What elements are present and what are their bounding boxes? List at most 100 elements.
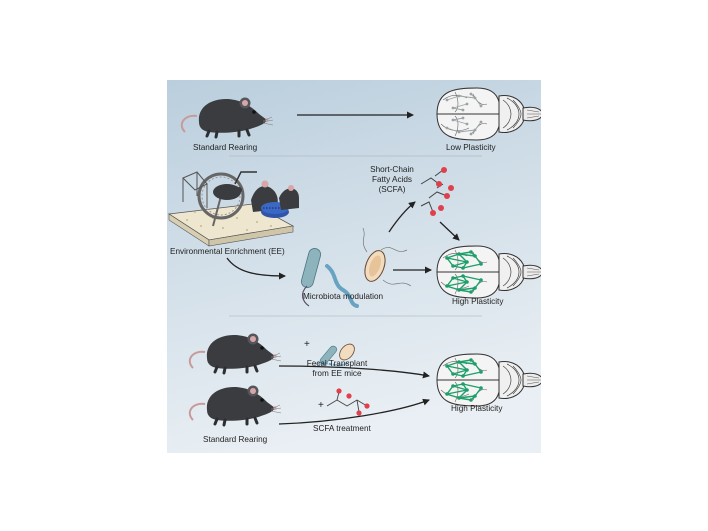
arrow-scfa-treatment bbox=[278, 398, 430, 425]
network-link bbox=[452, 261, 468, 267]
network-link bbox=[462, 275, 482, 281]
network-node bbox=[457, 288, 461, 292]
network-node bbox=[469, 250, 473, 254]
network-link bbox=[452, 119, 468, 125]
network-link bbox=[474, 121, 482, 131]
network-link bbox=[462, 383, 482, 389]
label-microbiota-modulation: Microbiota modulation bbox=[303, 292, 384, 301]
network-node bbox=[469, 358, 473, 362]
network-link bbox=[474, 97, 482, 107]
network-node bbox=[473, 286, 477, 290]
network-link bbox=[458, 251, 472, 255]
network-node bbox=[465, 280, 469, 284]
network-link bbox=[446, 365, 468, 371]
network-node bbox=[445, 256, 449, 260]
network-link bbox=[458, 253, 476, 257]
network-node bbox=[473, 362, 477, 366]
network-node bbox=[473, 254, 477, 258]
network-link bbox=[446, 257, 468, 263]
network-node bbox=[451, 118, 455, 122]
network-link bbox=[452, 369, 468, 375]
network-link bbox=[446, 281, 468, 287]
network-node bbox=[451, 384, 455, 388]
network-node bbox=[461, 266, 465, 270]
network-node bbox=[445, 126, 449, 130]
network-link bbox=[458, 95, 476, 99]
network-node bbox=[473, 394, 477, 398]
network-link bbox=[452, 103, 468, 109]
network-node bbox=[451, 372, 455, 376]
network-node bbox=[457, 252, 461, 256]
network-link bbox=[452, 117, 464, 121]
network-node bbox=[479, 370, 483, 374]
network-node bbox=[457, 130, 461, 134]
label-scfa-line2: Fatty Acids bbox=[371, 175, 413, 184]
network-link bbox=[462, 371, 482, 377]
arrow-scfa-to-brain bbox=[439, 221, 460, 241]
network-link bbox=[458, 253, 468, 263]
network-link bbox=[462, 263, 482, 269]
network-link bbox=[458, 129, 476, 133]
network-link bbox=[458, 289, 472, 293]
fecal-transplant-microbes bbox=[316, 343, 355, 367]
label-environmental-enrichment: Environmental Enrichment (EE) bbox=[170, 247, 285, 256]
label-standard-rearing-bottom: Standard Rearing bbox=[203, 435, 268, 444]
network-link bbox=[452, 107, 464, 111]
network-link bbox=[446, 253, 460, 259]
network-node bbox=[445, 284, 449, 288]
network-node bbox=[461, 374, 465, 378]
brain-high-plasticity-middle bbox=[436, 245, 541, 299]
microbiota-illustration bbox=[300, 227, 412, 308]
network-node bbox=[457, 94, 461, 98]
network-node bbox=[445, 98, 449, 102]
network-node bbox=[479, 386, 483, 390]
network-node bbox=[469, 398, 473, 402]
arrow-fecal-transplant bbox=[278, 365, 430, 379]
network-link bbox=[458, 359, 472, 363]
arrow-ee-to-microbiota bbox=[226, 257, 286, 280]
network-link bbox=[446, 393, 460, 399]
network-node bbox=[461, 382, 465, 386]
scfa-treatment-molecules bbox=[326, 388, 370, 416]
brain-high-plasticity-bottom bbox=[436, 353, 541, 407]
plus-sign-transplant: + bbox=[304, 339, 310, 350]
network-node bbox=[445, 364, 449, 368]
arrow-microbiota-to-scfa bbox=[388, 201, 416, 233]
network-node bbox=[445, 392, 449, 396]
network-link bbox=[458, 361, 476, 365]
network-node bbox=[451, 276, 455, 280]
abstract-canvas bbox=[167, 80, 541, 453]
network-link bbox=[458, 361, 468, 371]
network-node bbox=[465, 260, 469, 264]
network-node bbox=[469, 132, 473, 136]
network-link bbox=[458, 281, 468, 291]
network-node bbox=[461, 116, 465, 120]
network-node bbox=[469, 92, 473, 96]
label-scfa-line1: Short-Chain bbox=[370, 165, 414, 174]
network-node bbox=[451, 106, 455, 110]
network-node bbox=[465, 388, 469, 392]
network-link bbox=[446, 95, 460, 101]
network-link bbox=[458, 287, 476, 291]
label-scfa: Short-Chain Fatty Acids (SCFA) bbox=[363, 165, 421, 195]
network-link bbox=[458, 395, 476, 399]
graphical-abstract: Standard Rearing Low Plasticity Short-Ch… bbox=[167, 80, 541, 453]
network-node bbox=[465, 368, 469, 372]
network-node bbox=[451, 264, 455, 268]
network-link bbox=[446, 127, 460, 133]
network-node bbox=[479, 104, 483, 108]
label-fecal-transplant-line1: Fecal Transplant bbox=[306, 359, 368, 368]
label-high-plasticity-bottom: High Plasticity bbox=[451, 404, 503, 413]
network-node bbox=[465, 102, 469, 106]
label-high-plasticity-middle: High Plasticity bbox=[452, 297, 504, 306]
network-node bbox=[479, 278, 483, 282]
network-link bbox=[458, 389, 468, 399]
network-node bbox=[479, 262, 483, 266]
network-node bbox=[465, 122, 469, 126]
network-link bbox=[446, 285, 460, 291]
label-scfa-treatment: SCFA treatment bbox=[313, 424, 371, 433]
label-low-plasticity: Low Plasticity bbox=[446, 143, 496, 152]
label-standard-rearing-top: Standard Rearing bbox=[193, 143, 258, 152]
plus-sign-scfa: + bbox=[318, 400, 324, 411]
network-node bbox=[469, 290, 473, 294]
